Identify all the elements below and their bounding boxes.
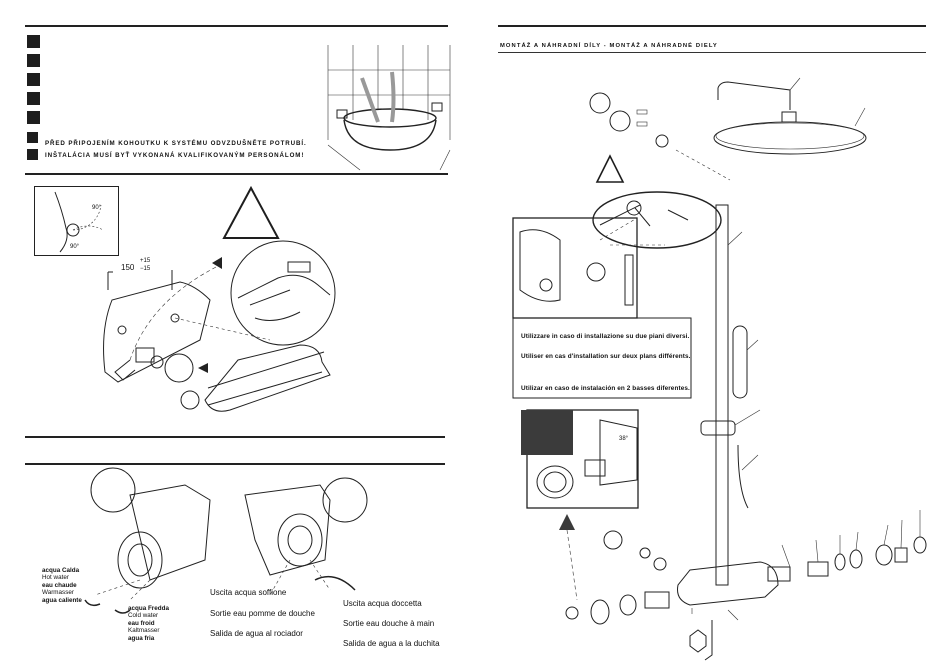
note-it: Utilizzare in caso di installazione su d… — [521, 333, 690, 340]
dial-label: 38° — [619, 436, 629, 442]
top-rule-left — [25, 25, 448, 27]
angle-label-top: 90° — [92, 205, 102, 211]
warning-marker-1 — [27, 35, 40, 48]
outlet-handshower-it: Uscita acqua doccetta — [343, 599, 422, 608]
warning-marker-7 — [27, 149, 38, 160]
note-fr: Utiliser en cas d'installation sur deux … — [521, 353, 691, 360]
dimension-base: 150 — [121, 263, 135, 272]
top-rule-right — [498, 25, 926, 27]
note-es: Utilizar en caso de instalación en 2 bas… — [521, 385, 690, 392]
dimension-minus: −15 — [140, 266, 151, 272]
section-rule-left-1 — [25, 173, 448, 175]
warning-marker-2 — [27, 54, 40, 67]
outlet-handshower-fr: Sortie eau douche à main — [343, 619, 435, 628]
warning-flush-pipes: PŘED PŘIPOJENÍM KOHOUTKU K SYSTÉMU ODVZD… — [45, 140, 307, 147]
warning-marker-6 — [27, 132, 38, 143]
cold-water-labels: acqua Fredda Cold water eau froid Kaltma… — [128, 605, 169, 642]
warning-qualified-personnel: INŠTALÁCIA MUSÍ BYŤ VYKONANÁ KVALIFIKOVA… — [45, 152, 305, 159]
section-header: MONTÁŽ A NÁHRADNÍ DÍLY - MONTÁŽ A NÁHRAD… — [500, 43, 718, 49]
outlet-overhead-fr: Sortie eau pomme de douche — [210, 609, 315, 618]
warning-marker-4 — [27, 92, 40, 105]
warning-marker-3 — [27, 73, 40, 86]
hot-water-labels: acqua Calda Hot water eau chaude Warmass… — [42, 567, 82, 604]
angle-inset — [34, 186, 119, 256]
cartridge-dark-box — [521, 410, 573, 455]
header-underline — [498, 52, 926, 53]
outlet-overhead-it: Uscita acqua soffione — [210, 588, 287, 597]
outlet-handshower-es: Salida de agua a la duchita — [343, 639, 440, 648]
angle-label-bottom: 90° — [70, 244, 80, 250]
dimension-plus: +15 — [140, 258, 151, 264]
section-rule-left-3 — [25, 463, 445, 465]
outlet-overhead-es: Salida de agua al rociador — [210, 629, 303, 638]
warning-marker-5 — [27, 111, 40, 124]
section-rule-left-2 — [25, 436, 445, 438]
